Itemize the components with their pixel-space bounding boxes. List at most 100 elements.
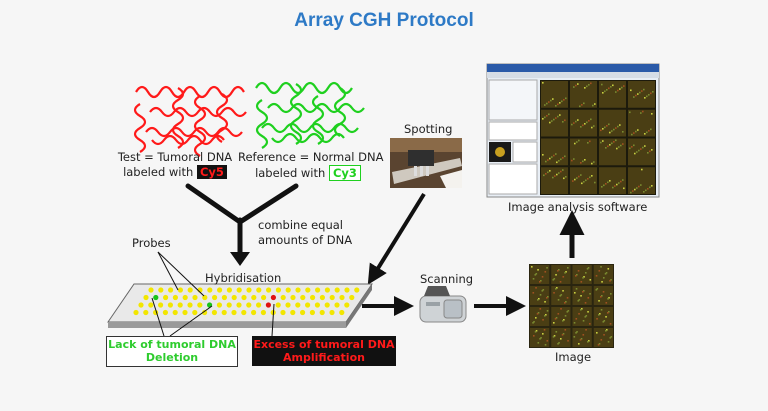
array-spot <box>580 338 583 340</box>
probe-dot <box>314 302 320 308</box>
array-spot <box>580 309 582 311</box>
array-spot <box>560 308 562 310</box>
array-spot <box>533 335 535 337</box>
array-spot <box>587 341 589 343</box>
array-spot <box>564 315 567 317</box>
reference-dna-label: Reference = Normal DNA labeled with Cy3 <box>238 150 383 181</box>
array-spot <box>589 140 591 143</box>
array-spot <box>610 293 612 295</box>
array-spot <box>609 337 612 339</box>
probe-dot <box>251 309 257 316</box>
array-spot <box>648 94 650 96</box>
array-spot <box>652 91 654 93</box>
array-spot <box>567 310 570 312</box>
probe-dot <box>177 287 183 293</box>
array-spot <box>596 332 598 334</box>
probe-dot <box>300 309 306 316</box>
array-spot <box>607 312 609 314</box>
array-spot <box>634 152 636 155</box>
array-spot <box>572 180 574 182</box>
probe-dot <box>172 309 178 316</box>
array-spot <box>636 187 638 189</box>
array-spot <box>562 157 564 159</box>
probe-dot <box>143 294 149 301</box>
array-spot <box>540 337 542 339</box>
array-spot <box>629 147 631 150</box>
array-spot <box>577 119 579 121</box>
array-spot <box>580 162 582 164</box>
array-spot <box>583 290 585 292</box>
array-spot <box>618 146 620 148</box>
array-block <box>551 328 571 347</box>
array-spot <box>593 125 595 127</box>
array-spot <box>542 289 545 291</box>
array-spot <box>544 344 547 346</box>
probe-dot <box>231 294 237 301</box>
array-spot <box>615 139 617 142</box>
probe-dot <box>138 302 144 308</box>
array-spot <box>573 322 576 324</box>
array-spot <box>623 187 625 190</box>
array-spot <box>532 278 535 280</box>
array-block <box>628 81 655 108</box>
array-spot <box>539 294 542 296</box>
probe-dot <box>251 294 257 301</box>
array-spot <box>597 344 600 346</box>
array-spot <box>608 123 610 126</box>
probe-dot <box>285 302 291 308</box>
array-spot <box>581 182 583 185</box>
array-spot <box>563 319 565 321</box>
array-spot <box>635 94 637 97</box>
array-spot <box>647 152 649 154</box>
array-spot <box>542 154 544 156</box>
scanning-label: Scanning <box>420 272 474 286</box>
array-block <box>541 167 568 194</box>
probe-dot <box>315 287 321 293</box>
array-spot <box>643 88 645 91</box>
probe-dot <box>285 287 291 293</box>
array-spot <box>552 279 555 281</box>
array-spot <box>549 157 551 160</box>
array-spot <box>556 161 558 164</box>
probe-dot <box>265 302 271 308</box>
array-spot <box>616 147 618 150</box>
probe-dot <box>231 309 237 316</box>
array-spot <box>603 334 605 336</box>
array-spot <box>584 87 586 89</box>
array-spot <box>648 130 650 132</box>
array-spot <box>605 272 608 274</box>
probe-dot <box>197 302 203 308</box>
array-spot <box>577 300 580 302</box>
probe-dot <box>241 294 247 301</box>
diagram-title: Array CGH Protocol <box>294 10 474 31</box>
array-spot <box>607 181 609 184</box>
array-spot <box>612 84 614 87</box>
array-spot <box>600 129 602 132</box>
array-spot <box>555 117 557 119</box>
array-spot <box>586 85 588 88</box>
probe-dot <box>270 294 276 301</box>
array-spot <box>587 297 590 299</box>
probe-dot <box>187 302 193 308</box>
array-spot <box>537 342 540 344</box>
probe-dot <box>295 287 301 293</box>
array-spot <box>617 125 619 128</box>
array-spot <box>591 162 593 165</box>
array-spot <box>553 292 555 294</box>
array-spot <box>557 313 560 315</box>
array-spot <box>651 185 653 187</box>
array-spot <box>595 289 598 291</box>
probe-dot <box>182 294 188 301</box>
array-spot <box>557 115 559 118</box>
array-spot <box>629 111 631 114</box>
array-spot <box>563 177 565 180</box>
array-spot <box>609 180 611 182</box>
array-spot <box>553 335 556 337</box>
array-block <box>572 265 592 284</box>
probes-label: Probes <box>132 236 171 250</box>
array-spot <box>576 177 578 179</box>
combine-arrowhead <box>230 252 250 266</box>
array-spot <box>606 89 608 91</box>
array-spot <box>567 340 569 342</box>
array-spot <box>567 267 569 269</box>
